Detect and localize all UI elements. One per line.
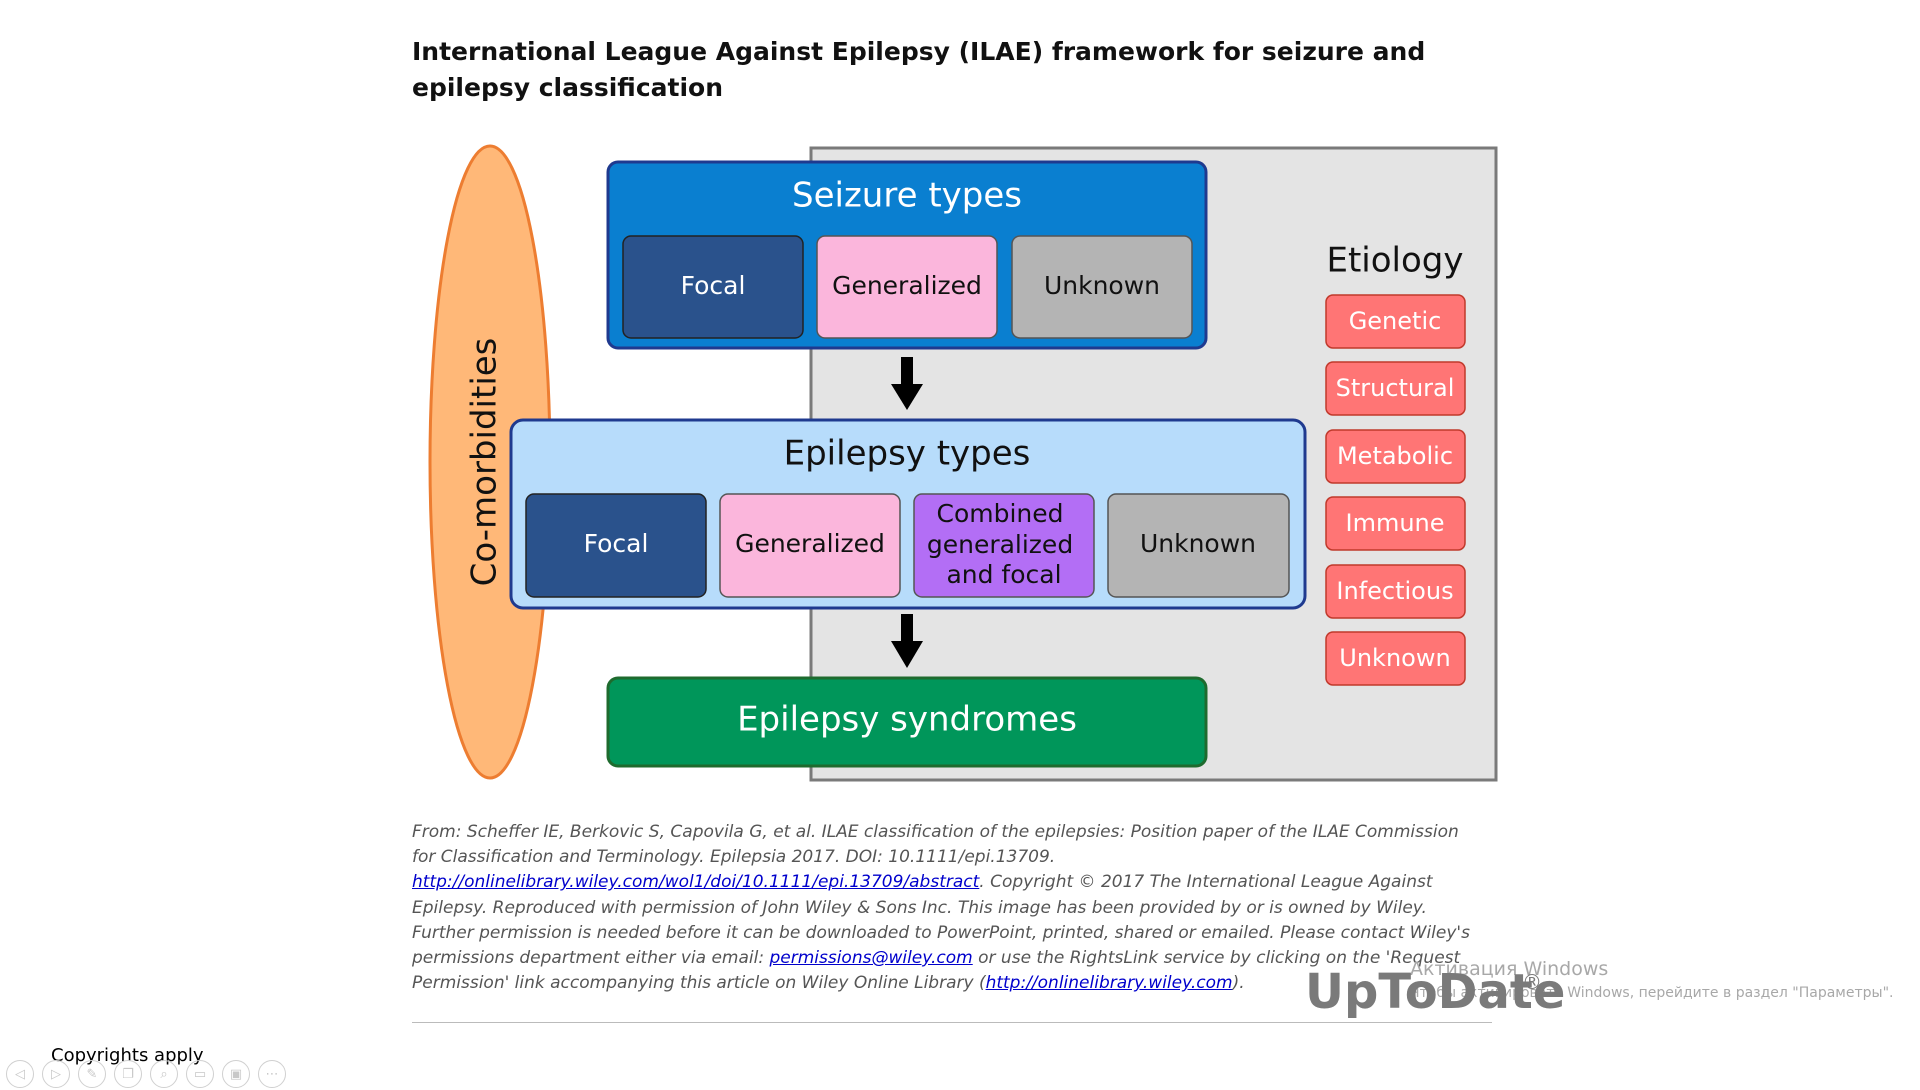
windows-activation-subtitle: Чтобы активировать Windows, перейдите в …: [1410, 985, 1894, 1001]
wiley-library-link[interactable]: http://onlinelibrary.wiley.com: [985, 973, 1233, 994]
epilepsy-syndromes-label: Epilepsy syndromes: [737, 700, 1077, 740]
etiology-infectious-label: Infectious: [1336, 577, 1453, 605]
citation-text-3: or use the RightsLink service by clickin…: [412, 948, 1461, 994]
arrow-down-icon: [891, 614, 923, 668]
next-icon[interactable]: ▷: [42, 1060, 70, 1088]
etiology-genetic-box: [1325, 294, 1466, 349]
combined-line-1: Combined: [937, 499, 1064, 528]
epilepsy-focal-box: [525, 493, 707, 598]
epilepsy-combined-label: Combined generalized and focal: [927, 499, 1081, 589]
combined-line-2: generalized: [927, 530, 1073, 559]
pen-icon[interactable]: ✎: [78, 1060, 106, 1088]
seizure-unknown-box: [1011, 235, 1193, 339]
etiology-structural-label: Structural: [1336, 374, 1455, 402]
etiology-unknown-label: Unknown: [1339, 644, 1450, 672]
copy-icon[interactable]: ❐: [114, 1060, 142, 1088]
seizure-unknown-label: Unknown: [1044, 271, 1160, 300]
epilepsy-unknown-box: [1107, 493, 1290, 598]
epilepsy-generalized-box: [719, 493, 901, 598]
video-icon[interactable]: ▣: [222, 1060, 250, 1088]
page-title: International League Against Epilepsy (I…: [412, 37, 1426, 102]
epilepsy-types-box: [509, 418, 1307, 610]
abstract-link[interactable]: http://onlinelibrary.wiley.com/wol1/doi/…: [412, 872, 980, 893]
citation-text-4: ).: [1232, 973, 1245, 994]
etiology-unknown-box: [1325, 631, 1466, 686]
etiology-immune-box: [1325, 496, 1466, 551]
seizure-focal-box: [622, 235, 804, 339]
epilepsy-syndromes-box: [606, 676, 1208, 768]
seizure-focal-label: Focal: [681, 271, 746, 300]
epilepsy-types-heading: Epilepsy types: [784, 434, 1031, 474]
etiology-immune-label: Immune: [1345, 509, 1444, 537]
epilepsy-focal-label: Focal: [584, 529, 649, 558]
etiology-heading: Etiology: [1326, 241, 1463, 281]
windows-activation-title: Активация Windows: [1410, 958, 1609, 980]
etiology-list: Genetic Structural Metabolic Immune Infe…: [1325, 294, 1466, 686]
seizure-types-heading: Seizure types: [792, 176, 1022, 216]
presentation-toolbar: ◁ ▷ ✎ ❐ ⌕ ▭ ▣ ⋯: [6, 1060, 286, 1090]
divider: [412, 1022, 1492, 1023]
epilepsy-combined-box: [913, 493, 1095, 598]
previous-icon[interactable]: ◁: [6, 1060, 34, 1088]
registered-mark: ®: [1522, 970, 1542, 994]
subtitles-icon[interactable]: ▭: [186, 1060, 214, 1088]
etiology-metabolic-box: [1325, 429, 1466, 484]
etiology-infectious-box: [1325, 564, 1466, 619]
etiology-genetic-label: Genetic: [1349, 307, 1442, 335]
zoom-icon[interactable]: ⌕: [150, 1060, 178, 1088]
seizure-generalized-box: [816, 235, 998, 339]
uptodate-logo: UpToDate: [1305, 964, 1566, 1020]
epilepsy-unknown-label: Unknown: [1140, 529, 1256, 558]
etiology-metabolic-label: Metabolic: [1337, 442, 1453, 470]
etiology-structural-box: [1325, 361, 1466, 416]
arrow-down-icon: [891, 357, 923, 410]
citation-text-1: From: Scheffer IE, Berkovic S, Capovila …: [412, 822, 1459, 868]
epilepsy-generalized-label: Generalized: [735, 529, 885, 558]
citation: From: Scheffer IE, Berkovic S, Capovila …: [412, 820, 1472, 996]
comorbidities-label: Co-morbidities: [465, 338, 505, 587]
citation-text-2: . Copyright © 2017 The International Lea…: [412, 872, 1470, 969]
seizure-generalized-label: Generalized: [832, 271, 982, 300]
combined-line-3: and focal: [946, 560, 1061, 589]
more-icon[interactable]: ⋯: [258, 1060, 286, 1088]
permissions-email-link[interactable]: permissions@wiley.com: [769, 948, 973, 969]
